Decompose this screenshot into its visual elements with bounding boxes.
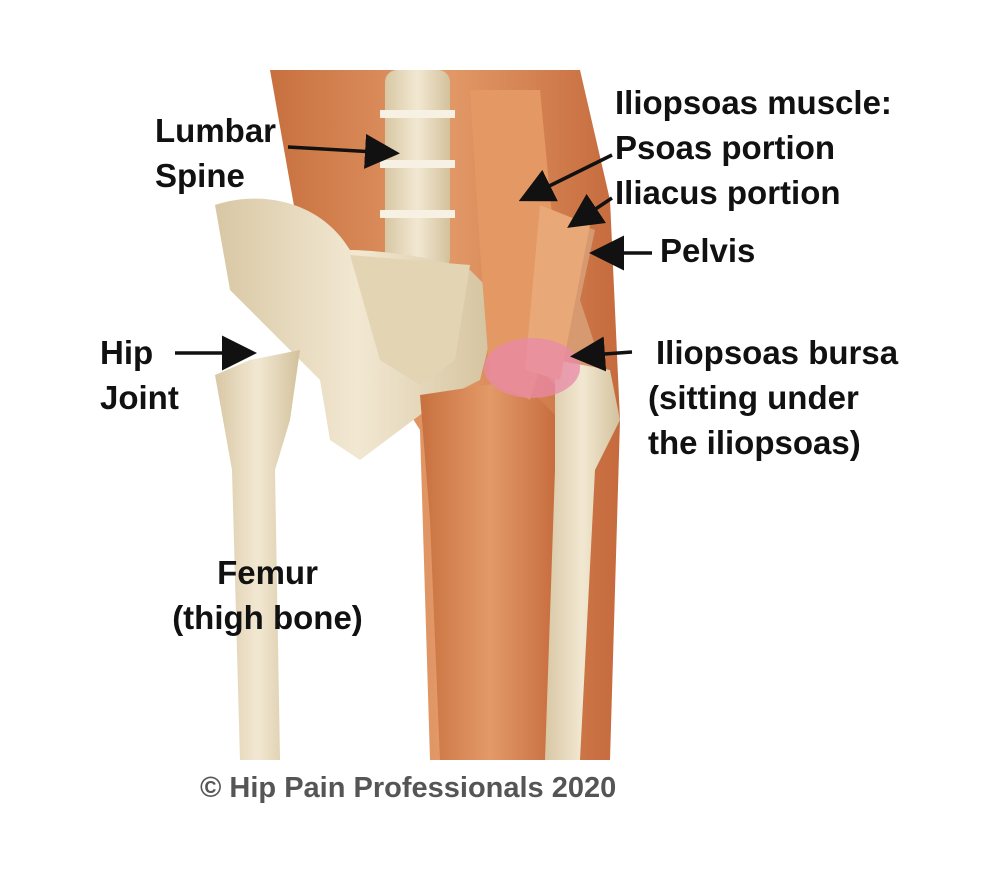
thigh-muscles bbox=[420, 380, 560, 760]
sacrum bbox=[350, 255, 470, 385]
label-iliopsoas: Iliopsoas muscle: Psoas portion Iliacus … bbox=[615, 80, 892, 215]
label-bursa: Iliopsoas bursa (sitting under the iliop… bbox=[648, 330, 898, 465]
label-pelvis: Pelvis bbox=[660, 232, 756, 269]
label-line: (thigh bone) bbox=[172, 599, 363, 636]
label-line: (sitting under bbox=[648, 379, 859, 416]
right-femur bbox=[545, 360, 620, 760]
label-line: Psoas portion bbox=[615, 129, 836, 166]
left-femur bbox=[215, 350, 300, 760]
arrow-psoas bbox=[518, 153, 613, 202]
label-line: the iliopsoas) bbox=[648, 424, 861, 461]
copyright-notice: © Hip Pain Professionals 2020 bbox=[200, 772, 617, 804]
label-femur: Femur (thigh bone) bbox=[155, 550, 380, 640]
label-line: Joint bbox=[100, 379, 179, 416]
label-line: Iliacus portion bbox=[615, 174, 841, 211]
label-line: Spine bbox=[155, 157, 245, 194]
label-line: Lumbar bbox=[155, 112, 277, 149]
label-lumbar-spine: Lumbar Spine bbox=[155, 108, 276, 198]
arrow-iliacus bbox=[567, 193, 613, 228]
label-line: Iliopsoas muscle: bbox=[615, 84, 892, 121]
lumbar-spine bbox=[380, 70, 455, 270]
arrow-lumbar-spine bbox=[287, 133, 400, 169]
label-hip-joint: Hip Joint bbox=[100, 330, 179, 420]
iliopsoas-bursa bbox=[484, 338, 580, 398]
label-line: Hip bbox=[100, 334, 154, 371]
arrow-bursa bbox=[570, 336, 633, 372]
label-line: Iliopsoas bursa bbox=[656, 334, 899, 371]
iliacus-muscle bbox=[525, 205, 590, 380]
label-line: Femur bbox=[217, 554, 318, 591]
